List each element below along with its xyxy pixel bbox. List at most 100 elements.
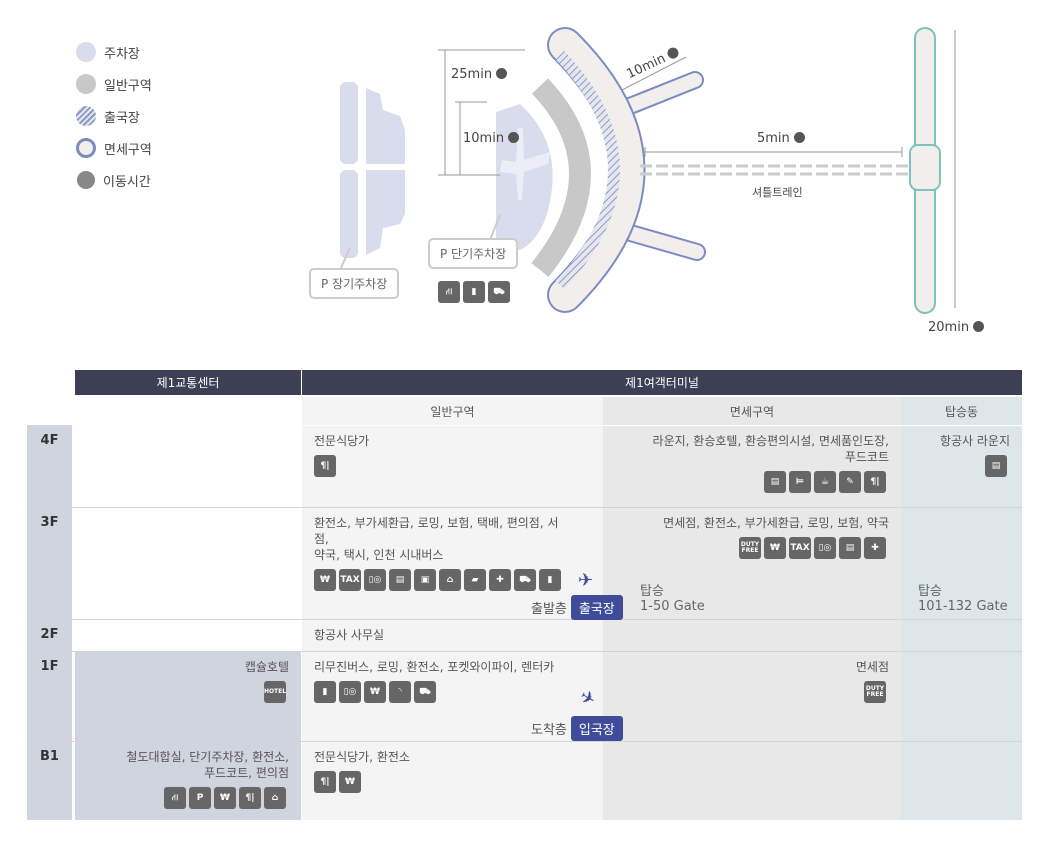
parking-icon: P [189,787,211,809]
cell-f3-general: 환전소, 부가세환급, 로밍, 보험, 택배, 편의점, 서점, 약국, 택시,… [302,507,582,599]
floor-1f: 1F [40,659,59,674]
legend-item: 이동시간 [76,164,152,196]
legend-item: 면세구역 [76,132,152,164]
concourse-building [909,27,941,314]
roaming-icon: ▯◎ [339,681,361,703]
transport-icons: ⛙▮⛟ [438,281,513,303]
facility-icons: DUTY FREE [615,681,889,703]
general-area [531,78,591,277]
insurance-icon: ▤ [839,537,861,559]
time-label-20: 20min [928,320,985,335]
subheader-duty-free: 면세구역 [729,404,775,419]
facility-icons: ▮▯◎₩◝⛟ [314,681,591,703]
header-transport-center: 제1교통센터 [75,370,301,395]
departure-plane-icon: ✈ [578,570,594,591]
taxi-icon: ⛟ [488,281,510,303]
hotel-icon: HOTEL [264,681,286,703]
parking-area-swatch [76,42,96,62]
lounge-icon: ▤ [764,471,786,493]
departure-badge[interactable]: 출국장 [570,595,623,620]
train-icon: ⛙ [164,787,186,809]
cell-b1-general: 전문식당가, 환전소¶|₩ [302,741,603,801]
facility-icons: ¶| [314,455,591,477]
taxi-icon: ⛟ [514,569,536,591]
arrival-badge[interactable]: 입국장 [570,716,623,741]
tax-refund-icon: TAX [789,537,811,559]
floor-b1: B1 [40,749,59,764]
cell-f4-duty_free: 라운지, 환승호텔, 환승편의시설, 면세품인도장, 푸드코트▤⊨☕✎¶| [603,425,901,501]
store-icon: ⌂ [439,569,461,591]
clock-icon [508,132,520,143]
arrival-floor: 도착층 입국장 [531,716,623,741]
exchange-icon: ₩ [764,537,786,559]
legend-item: 주차장 [76,36,152,68]
facility-icons: DUTY FREE₩TAX▯◎▤✚ [615,537,889,559]
pharmacy-icon: ✚ [489,569,511,591]
insurance-icon: ▤ [389,569,411,591]
facility-icons: ▤⊨☕✎¶| [615,471,889,493]
tax-refund-icon: TAX [339,569,361,591]
time-label-25: 25min [451,67,508,82]
subheader-concourse: 탑승동 [944,404,979,419]
time-label-5: 5min [757,131,805,146]
cell-f4-concourse: 항공사 라운지▤ [901,425,1022,485]
restaurant-icon: ¶| [314,771,336,793]
floor-2f: 2F [40,627,59,642]
cell-f1-general: 리무진버스, 로밍, 환전소, 포켓와이파이, 렌터카▮▯◎₩◝⛟ [302,651,603,711]
floor-column [27,425,72,820]
rent-car-icon: ⛟ [414,681,436,703]
facility-icons: ▤ [913,455,1010,477]
roaming-icon: ▯◎ [814,537,836,559]
exchange-icon: ₩ [364,681,386,703]
duty-free-swatch [76,138,96,158]
cell-b1-transport: 철도대합실, 단기주차장, 환전소, 푸드코트, 편의점⛙P₩¶|⌂ [75,741,301,817]
facility-icons: HOTEL [87,681,289,703]
parcel-icon: ▣ [414,569,436,591]
departure-floor: 출발층 출국장 [531,595,623,620]
long-term-parking-area [340,82,405,258]
bus-icon: ▮ [539,569,561,591]
store-icon: ⌂ [264,787,286,809]
header-terminal: 제1여객터미널 [302,370,1022,395]
facility-icons: ⛙P₩¶|⌂ [87,787,289,809]
cafe-icon: ☕ [814,471,836,493]
lounge-icon: ▤ [985,455,1007,477]
departure-area [555,50,620,290]
general-area-swatch [76,74,96,94]
subheader-general: 일반구역 [430,404,475,419]
cell-f2-general: 항공사 사무실 [314,628,385,642]
clock-icon [496,68,508,79]
exchange-icon: ₩ [314,569,336,591]
clock-icon [77,171,95,189]
bus-icon: ▮ [463,281,485,303]
floor-3f: 3F [40,515,59,530]
airplane-icon [500,128,550,200]
restaurant-icon: ¶| [864,471,886,493]
facility-icons: ¶|₩ [314,771,591,793]
clock-icon [793,132,805,143]
long-term-parking-label[interactable]: P 장기주차장 [309,268,400,299]
delivery-icon: ✎ [839,471,861,493]
shuttle-train-line [640,164,912,176]
exchange-icon: ₩ [214,787,236,809]
limousine-bus-icon: ▮ [314,681,336,703]
short-term-parking-label[interactable]: P 단기주차장 [428,238,519,269]
cell-f4-general: 전문식당가¶| [302,425,603,485]
hotel-bed-icon: ⊨ [789,471,811,493]
legend-item: 출국장 [76,100,152,132]
restaurant-icon: ¶| [314,455,336,477]
time-label-10-parking: 10min [463,131,520,146]
wifi-icon: ◝ [389,681,411,703]
duty-free-icon: DUTY FREE [739,537,761,559]
bookstore-icon: ▰ [464,569,486,591]
pharmacy-icon: ✚ [864,537,886,559]
legend-item: 일반구역 [76,68,152,100]
roaming-icon: ▯◎ [364,569,386,591]
shuttle-label: 셔틀트레인 [752,186,803,199]
floor-4f: 4F [40,433,59,448]
